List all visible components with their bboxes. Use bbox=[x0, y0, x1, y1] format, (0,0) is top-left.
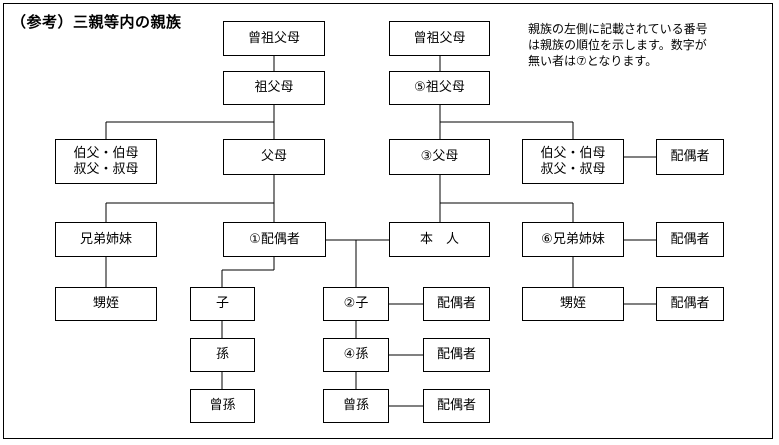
node-label: 曾孫 bbox=[209, 398, 236, 413]
spouse-box: ①配偶者 bbox=[223, 222, 326, 257]
node-label: 甥姪 bbox=[92, 296, 119, 311]
spouse-nephew-niece-box: 甥姪 bbox=[55, 287, 157, 321]
node-label: 配偶者 bbox=[670, 296, 710, 311]
self-box: 本 人 bbox=[389, 222, 490, 257]
node-label: 配偶者 bbox=[436, 296, 476, 311]
node-label: 祖父母 bbox=[254, 80, 294, 95]
node-label: 伯父・伯母 bbox=[540, 145, 606, 161]
uncle-aunt-spouse-box: 配偶者 bbox=[656, 139, 724, 175]
node-label: ⑤祖父母 bbox=[414, 80, 465, 95]
node-label: 甥姪 bbox=[559, 296, 586, 311]
node-label: ④孫 bbox=[343, 347, 369, 362]
uncle-aunt-box: 伯父・伯母 叔父・叔母 bbox=[522, 139, 624, 184]
node-label: 伯父・伯母 bbox=[73, 145, 139, 161]
node-label: 曾孫 bbox=[342, 398, 369, 413]
legend-note-line: 無い者は⑦となります。 bbox=[528, 54, 658, 68]
legend-note-line: は親族の順位を示します。数字が bbox=[528, 38, 707, 52]
diagram-frame bbox=[3, 3, 773, 439]
siblings-box: ⑥兄弟姉妹 bbox=[522, 222, 624, 257]
node-label: 叔父・叔母 bbox=[73, 161, 139, 177]
child-spouse-box: 配偶者 bbox=[423, 287, 490, 321]
node-label: ①配偶者 bbox=[249, 231, 300, 247]
node-label: 父母 bbox=[260, 149, 287, 164]
legend-note-line: 親族の左側に記載されている番号 bbox=[528, 22, 708, 36]
node-label: ③父母 bbox=[420, 149, 459, 164]
node-label: 配偶者 bbox=[436, 398, 476, 413]
node-label: 曾祖父母 bbox=[247, 30, 300, 46]
diagram-title: （参考）三親等内の親族 bbox=[11, 13, 182, 31]
nephew-niece-spouse-box: 配偶者 bbox=[656, 287, 724, 321]
spouse-uncle-aunt-box: 伯父・伯母 叔父・叔母 bbox=[55, 139, 157, 184]
spouse-grandchild-box: 孫 bbox=[190, 338, 255, 372]
node-label: 孫 bbox=[215, 347, 229, 362]
grandparents-box: ⑤祖父母 bbox=[389, 71, 490, 105]
legend-note: 親族の左側に記載されている番号 は親族の順位を示します。数字が 無い者は⑦となり… bbox=[528, 21, 708, 69]
grandchild-box: ④孫 bbox=[323, 338, 389, 372]
node-label: 叔父・叔母 bbox=[540, 161, 606, 177]
parents-box: ③父母 bbox=[389, 139, 490, 175]
node-label: ②子 bbox=[343, 296, 369, 311]
great-grandchild-box: 曾孫 bbox=[323, 389, 389, 423]
spouse-parents-box: 父母 bbox=[223, 139, 325, 175]
node-label: ⑥兄弟姉妹 bbox=[541, 231, 605, 247]
node-label: 配偶者 bbox=[670, 149, 710, 164]
great-grandchild-spouse-box: 配偶者 bbox=[423, 389, 490, 423]
node-label: 配偶者 bbox=[670, 231, 710, 247]
child-box: ②子 bbox=[323, 287, 389, 321]
node-label: 本 人 bbox=[419, 231, 459, 247]
spouse-great-grandchild-box: 曾孫 bbox=[190, 389, 255, 423]
spouse-grandparents-box: 祖父母 bbox=[223, 71, 325, 105]
spouse-great-grandparents-box: 曾祖父母 bbox=[223, 21, 325, 56]
grandchild-spouse-box: 配偶者 bbox=[423, 338, 490, 372]
great-grandparents-box: 曾祖父母 bbox=[389, 21, 490, 56]
node-label: 配偶者 bbox=[436, 347, 476, 362]
node-label: 兄弟姉妹 bbox=[79, 231, 132, 247]
spouse-siblings-box: 兄弟姉妹 bbox=[55, 222, 157, 257]
node-label: 子 bbox=[215, 296, 229, 311]
node-label: 曾祖父母 bbox=[413, 30, 466, 46]
spouse-child-box: 子 bbox=[190, 287, 255, 321]
siblings-spouse-box: 配偶者 bbox=[656, 222, 724, 257]
nephew-niece-box: 甥姪 bbox=[522, 287, 624, 321]
